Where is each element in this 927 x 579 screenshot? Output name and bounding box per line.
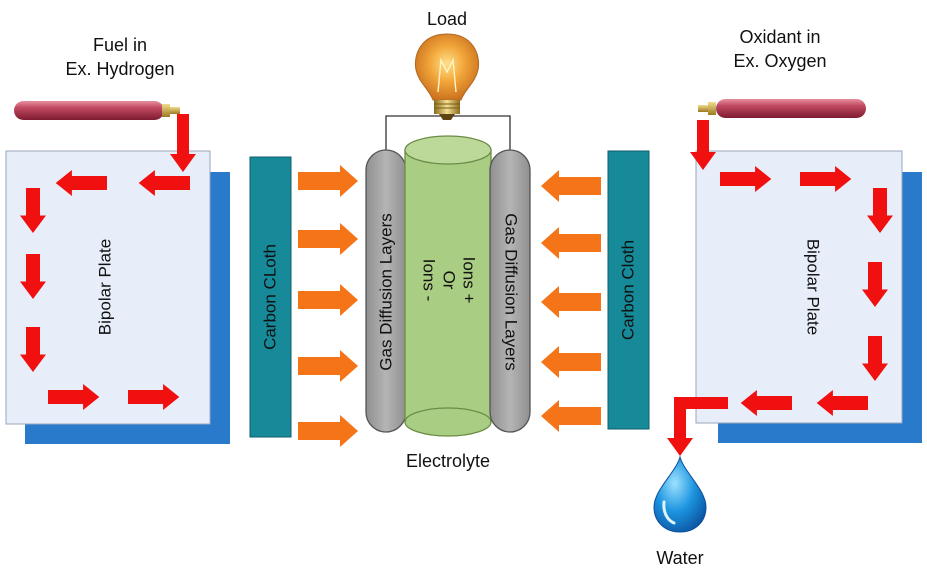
right-bipolar-plate (695, 150, 903, 424)
left-carbon-cloth (249, 156, 292, 438)
left-bipolar-plate-label: Bipolar Plate (95, 239, 114, 335)
fuel-inlet-arrow (170, 114, 196, 172)
right-carbon-cloth-label: Carbon Cloth (618, 240, 637, 340)
ions-line-2: Or (440, 271, 459, 290)
fuel-tank-icon (14, 101, 180, 120)
right-gas-arrows (541, 170, 601, 432)
ions-label: Ions + Or Ions - (420, 257, 479, 304)
load-label: Load (426, 9, 468, 29)
left-gas-arrows (298, 165, 358, 447)
water-label: Water (656, 548, 704, 568)
fuel-label-line-1: Fuel in (92, 35, 148, 55)
left-gas-diffusion-layer-label: Gas Diffusion Layers (376, 213, 395, 370)
ions-line-3: Ions - (420, 259, 439, 302)
water-outlet-arrow (667, 397, 728, 456)
water-drop-icon (653, 455, 707, 533)
oxidant-inlet-arrow (690, 120, 716, 170)
fuel-label-line-2: Ex. Hydrogen (65, 59, 175, 79)
oxidant-label-line-2: Ex. Oxygen (733, 51, 827, 71)
ions-line-1: Ions + (460, 257, 479, 304)
oxidant-tank-icon (698, 99, 866, 118)
right-flow-arrows (667, 120, 893, 456)
oxidant-label-line-1: Oxidant in (739, 27, 821, 47)
light-bulb-icon (414, 33, 480, 120)
left-flow-arrows (20, 114, 196, 410)
right-gas-diffusion-layer-label: Gas Diffusion Layers (502, 213, 521, 370)
right-carbon-cloth (607, 150, 650, 430)
right-gas-diffusion-layer (489, 149, 531, 433)
left-carbon-cloth-label: Carbon CLoth (260, 244, 279, 350)
right-bipolar-plate-label: Bipolar Plate (804, 239, 823, 335)
electrolyte-label: Electrolyte (405, 451, 491, 471)
